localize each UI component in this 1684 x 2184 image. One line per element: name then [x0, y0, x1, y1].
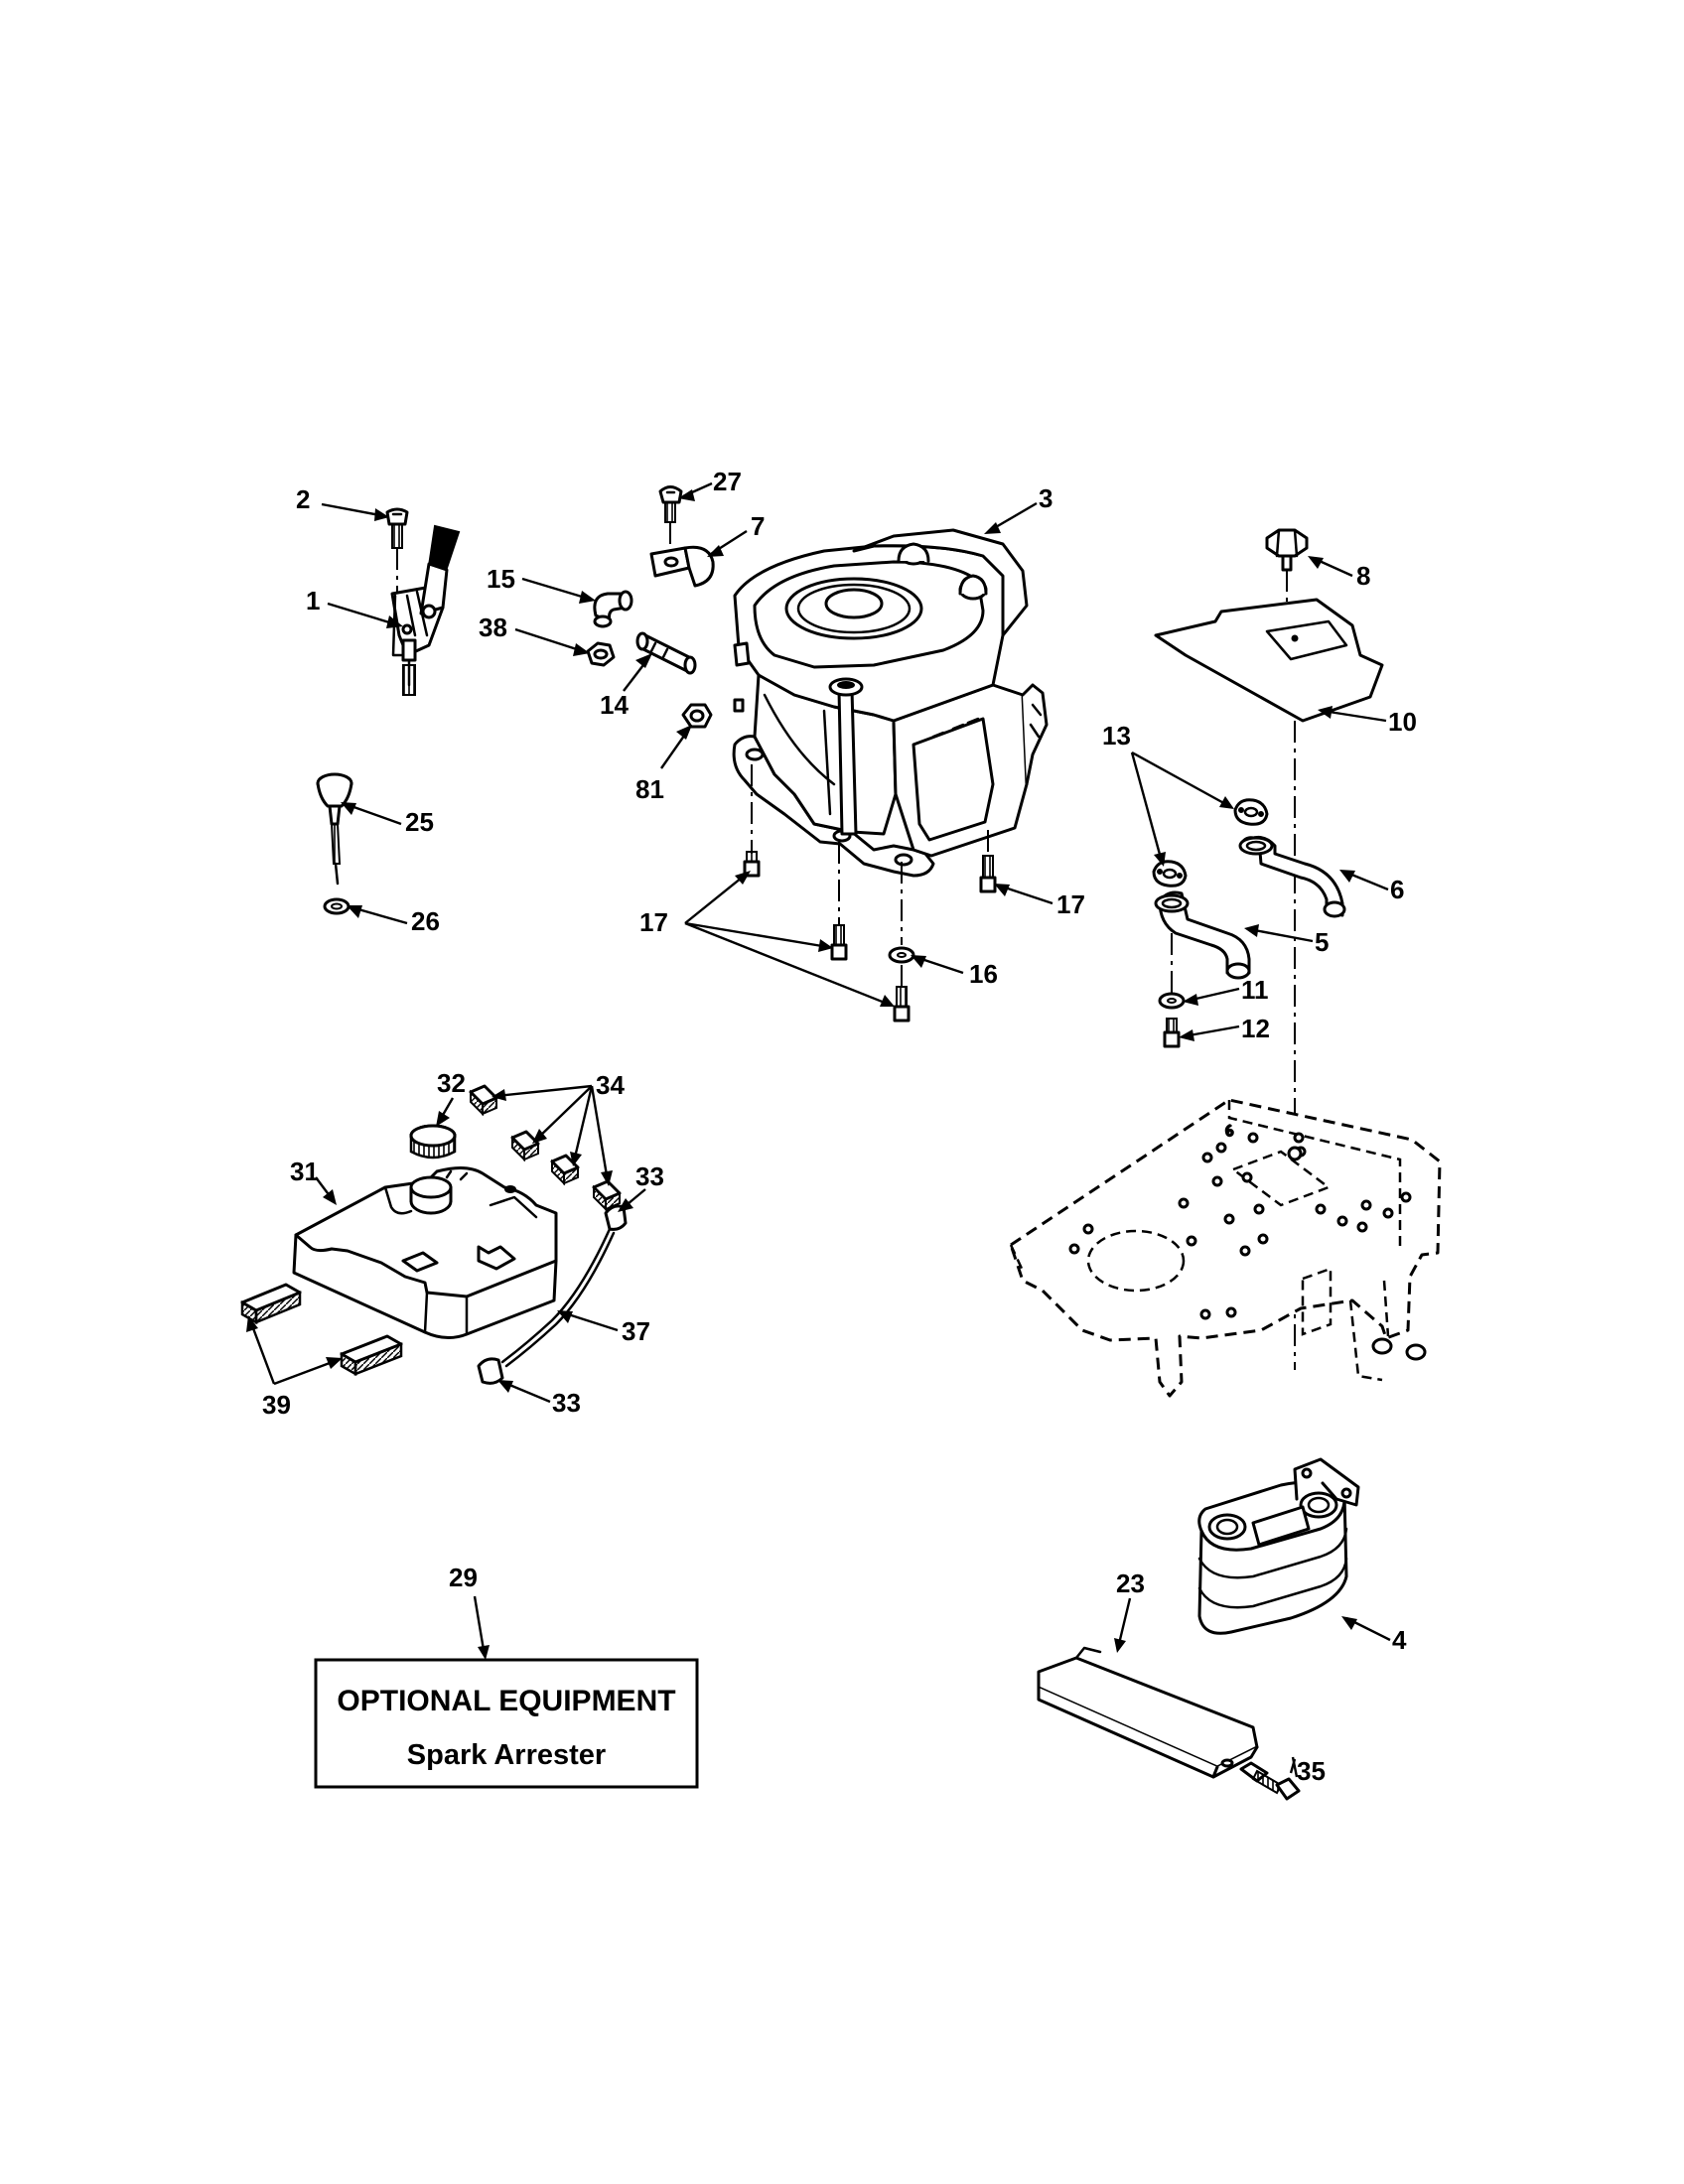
callout-15: 15: [487, 564, 515, 594]
clamp-33-upper: [604, 1204, 628, 1231]
washer-26: [323, 897, 351, 915]
gasket-13-upper: [1233, 798, 1269, 826]
engine-3: [732, 528, 1049, 878]
elbow-fitting-15: [593, 590, 633, 628]
callout-4: 4: [1392, 1625, 1407, 1655]
exhaust-pipe-6: [1238, 836, 1346, 918]
spark-arrester-label: Spark Arrester: [407, 1739, 606, 1771]
callout-8: 8: [1356, 561, 1370, 591]
callout-39: 39: [262, 1390, 291, 1420]
callout-14: 14: [600, 690, 629, 720]
air-cleaner-cover-31: [292, 1166, 558, 1339]
clamp-33-lower: [477, 1357, 504, 1385]
callout-12: 12: [1241, 1014, 1270, 1043]
callout-1: 1: [306, 586, 320, 615]
muffler-4: [1197, 1457, 1360, 1635]
callout-23: 23: [1116, 1569, 1145, 1598]
pad-39-b: [340, 1334, 403, 1377]
callout-34: 34: [596, 1070, 625, 1100]
callout-16: 16: [969, 959, 998, 989]
clamp-7: [649, 545, 715, 588]
shield-23: [1037, 1646, 1259, 1779]
callout-81: 81: [635, 774, 664, 804]
pad-34-d: [592, 1179, 622, 1212]
optional-equipment-box: OPTIONAL EQUIPMENT Spark Arrester: [314, 1658, 699, 1789]
bolt-12: [1163, 1018, 1181, 1048]
knob-32: [409, 1124, 457, 1160]
breather-tube-37: [500, 1227, 616, 1368]
callout-25: 25: [405, 807, 434, 837]
knob-8: [1265, 528, 1309, 611]
callout-35: 35: [1297, 1756, 1326, 1786]
callout-5: 5: [1315, 927, 1329, 957]
callout-37: 37: [622, 1316, 650, 1346]
callout-13: 13: [1102, 721, 1131, 751]
callout-27: 27: [713, 467, 742, 496]
callout-6: 6: [1390, 875, 1404, 904]
callout-11: 11: [1241, 975, 1269, 1005]
callout-31: 31: [290, 1157, 319, 1186]
pad-34-b: [510, 1130, 540, 1162]
washer-11: [1158, 933, 1186, 1010]
pad-34-c: [550, 1154, 580, 1186]
callout-29: 29: [449, 1563, 478, 1592]
pad-39-a: [240, 1283, 302, 1325]
callout-7: 7: [751, 511, 765, 541]
callout-32: 32: [437, 1068, 466, 1098]
callout-26: 26: [411, 906, 440, 936]
screw-27: [658, 485, 683, 551]
bolt-17-center: [830, 842, 848, 961]
callout-10: 10: [1388, 707, 1417, 737]
bolt-17-bottom: [893, 965, 911, 1023]
choke-knob-25: [316, 772, 353, 886]
callout-33-upper: 33: [635, 1161, 664, 1191]
callout-2: 2: [296, 484, 310, 514]
screw-35: [1239, 1761, 1301, 1801]
fitting-81: [681, 698, 745, 729]
svg-text:ꕃ: ꕃ: [1225, 1123, 1234, 1139]
bolt-17-right-top: [979, 830, 997, 893]
throttle-control-assembly: [390, 524, 461, 696]
gasket-13-lower: [1152, 860, 1188, 887]
callout-33-lower: 33: [552, 1388, 581, 1418]
fuel-hose-14: [635, 631, 697, 675]
callout-38: 38: [479, 613, 507, 642]
callout-17-left: 17: [639, 907, 668, 937]
optional-equipment-title: OPTIONAL EQUIPMENT: [337, 1685, 675, 1717]
callout-labels: 2 1 27 7 3 15 38 14 81 8 10 13 6 5 11 12…: [262, 467, 1417, 1786]
nut-38: [586, 641, 616, 667]
chassis-reference: ꕃ: [1009, 1098, 1442, 1398]
washer-16: [888, 862, 915, 964]
callout-17-right: 17: [1056, 889, 1085, 919]
screw-2: [385, 507, 409, 594]
callout-3: 3: [1039, 483, 1052, 513]
pad-34-a: [469, 1084, 498, 1117]
leader-lines: [246, 481, 1391, 1778]
exhaust-pipe-5: [1154, 890, 1251, 980]
